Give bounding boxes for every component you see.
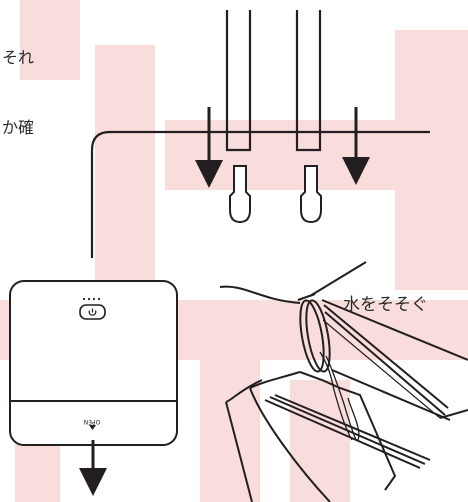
pipe-left — [225, 10, 252, 152]
power-icon[interactable] — [79, 304, 106, 320]
open-label: OPEN — [83, 418, 101, 425]
pouring-illustration — [219, 261, 468, 502]
pour-water-label: 水をそそぐ — [343, 295, 428, 315]
arrow-down-tank-icon — [79, 440, 107, 496]
nozzle-left — [229, 165, 251, 224]
dots-icon — [82, 297, 101, 301]
arrow-down-left-icon — [195, 107, 223, 188]
pipe-right — [295, 10, 322, 152]
open-pointer-icon — [89, 425, 96, 430]
divider-line — [90, 130, 430, 258]
partial-text-top: それ — [2, 48, 35, 67]
nozzle-right — [300, 165, 322, 224]
arrow-down-right-icon — [342, 107, 370, 185]
water-tank — [9, 280, 178, 446]
partial-text-middle: か確 — [2, 118, 35, 137]
